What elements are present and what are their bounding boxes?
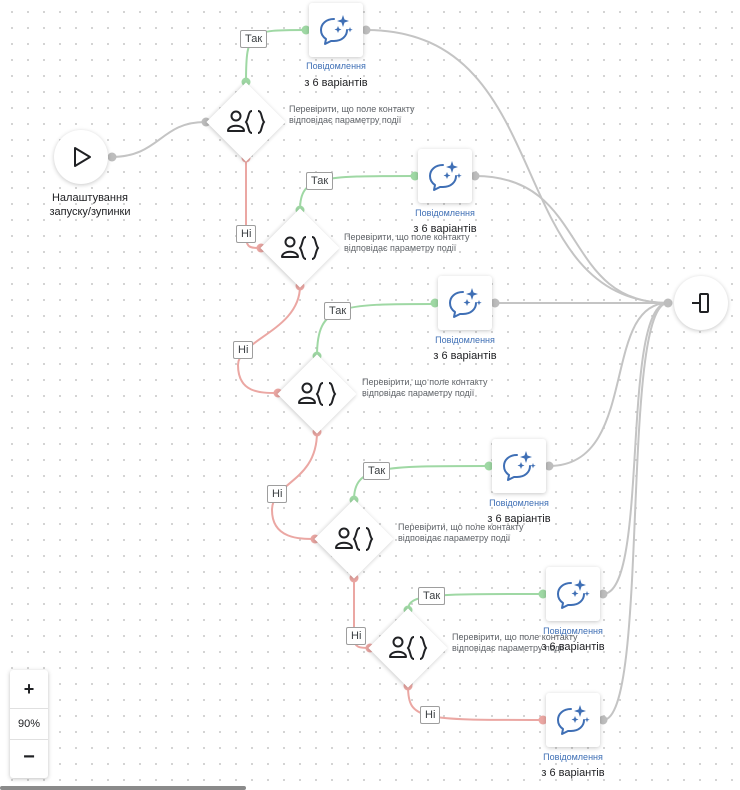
edge-message-2-to-end [474,175,669,304]
message-variants: з 6 варіантів [413,223,477,235]
message-node[interactable] [438,276,492,330]
condition-text: Перевірити, що поле контакту відповідає … [344,232,470,253]
branch-label-yes: Так [306,172,334,190]
exit-icon [692,293,709,313]
port-message-4-out[interactable] [544,461,554,471]
end-node[interactable] [674,276,728,330]
ai-message-icon [503,451,536,481]
condition-node-icon-wrap [334,524,374,554]
port-message-4-in[interactable] [484,461,494,471]
condition-text: Перевірити, що поле контакту відповідає … [289,104,415,125]
zoom-controls: + 90% − [10,670,48,778]
message-label: Повідомлення [306,61,366,71]
branch-label-no: Ні [233,341,254,359]
condition-text: Перевірити, що поле контакту відповідає … [452,632,578,653]
port-message-1-out[interactable] [361,25,371,35]
edge-message-6-to-end [602,302,669,721]
message-variants: з 6 варіантів [487,513,551,525]
edge-start-to-condition-1 [110,121,206,158]
message-node[interactable] [492,439,546,493]
ai-message-icon [449,288,482,318]
message-label: Повідомлення [543,752,603,762]
message-node[interactable] [418,149,472,203]
condition-node-icon-wrap [388,633,428,663]
message-node[interactable] [546,693,600,747]
contact-braces-icon [389,636,428,660]
start-node[interactable] [54,130,108,184]
port-message-3-in[interactable] [430,298,440,308]
branch-label-no: Ні [346,627,367,645]
contact-braces-icon [335,527,374,551]
condition-text: Перевірити, що поле контакту відповідає … [362,377,488,398]
port-message-2-out[interactable] [470,171,480,181]
ai-message-icon [557,579,590,609]
branch-label-no: Ні [420,706,441,724]
message-label: Повідомлення [543,626,603,636]
branch-label-yes: Так [240,30,268,48]
zoom-out-button[interactable]: − [10,740,48,774]
branch-label-yes: Так [418,587,446,605]
message-label: Повідомлення [489,498,549,508]
condition-node-icon-wrap [226,107,266,137]
contact-braces-icon [298,382,337,406]
branch-label-yes: Так [363,462,391,480]
minus-icon: − [23,745,35,768]
ai-message-icon [557,705,590,735]
contact-braces-icon [227,110,266,134]
message-variants: з 6 варіантів [433,350,497,362]
port-message-6-out[interactable] [598,715,608,725]
condition-text: Перевірити, що поле контакту відповідає … [398,522,524,543]
message-node[interactable] [546,567,600,621]
branch-label-yes: Так [324,302,352,320]
condition-node-icon-wrap [280,233,320,263]
ai-message-icon [320,15,353,45]
port-start-out[interactable] [107,152,117,162]
branch-label-no: Ні [236,225,257,243]
edge-message-4-to-end [548,302,669,467]
contact-braces-icon [281,236,320,260]
zoom-level: 90% [10,708,48,740]
port-end-in[interactable] [663,298,673,308]
condition-node-icon-wrap [297,379,337,409]
port-message-1-in[interactable] [301,25,311,35]
port-message-5-in[interactable] [538,589,548,599]
edge-message-5-to-end [602,302,669,595]
play-icon [74,147,91,167]
message-variants: з 6 варіантів [304,77,368,89]
port-message-2-in[interactable] [410,171,420,181]
start-node-label: Налаштування запуску/зупинки [49,192,131,218]
port-message-5-out[interactable] [598,589,608,599]
message-label: Повідомлення [435,335,495,345]
edge-message-1-to-end [365,29,669,304]
plus-icon: + [23,678,35,699]
branch-label-no: Ні [267,485,288,503]
message-label: Повідомлення [415,208,475,218]
message-node[interactable] [309,3,363,57]
ai-message-icon [429,161,462,191]
port-message-6-in[interactable] [538,715,548,725]
message-variants: з 6 варіантів [541,767,605,779]
message-variants: з 6 варіантів [541,641,605,653]
port-message-3-out[interactable] [490,298,500,308]
horizontal-scrollbar[interactable] [0,786,246,790]
edge-condition-3-no [270,431,318,540]
zoom-in-button[interactable]: + [10,672,48,706]
edge-condition-2-no [236,285,301,394]
